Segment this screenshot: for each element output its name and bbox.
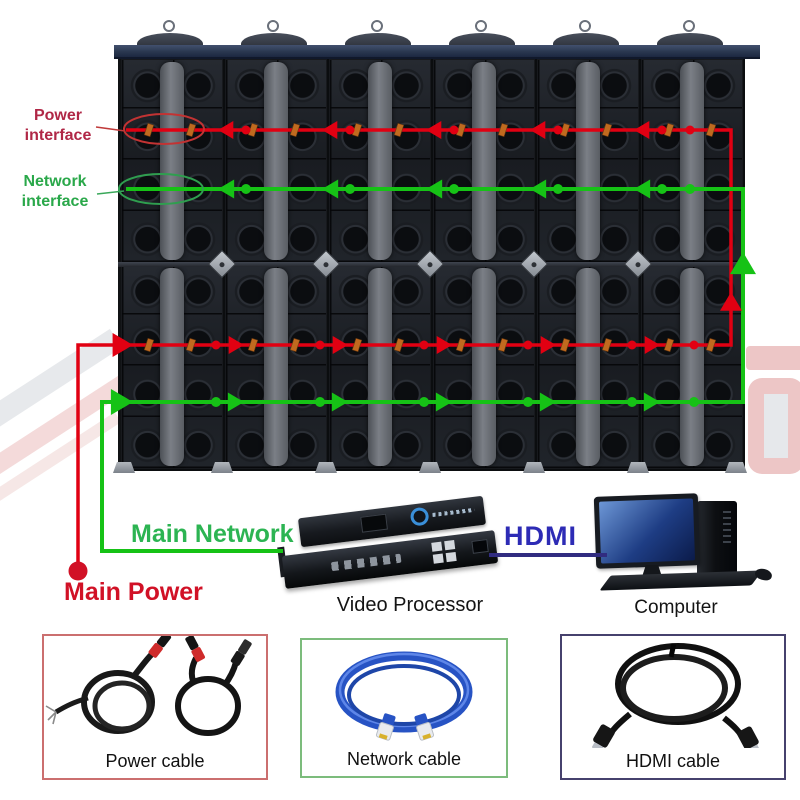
cabinet-center-rail [368, 268, 392, 466]
hook-icon [163, 20, 175, 32]
cabinet-center-rail [368, 62, 392, 260]
hook-icon [579, 20, 591, 32]
processor-knob [409, 506, 430, 527]
cabinet-center-rail [576, 268, 600, 466]
computer-caption: Computer [634, 597, 718, 618]
hanging-bracket [241, 20, 307, 46]
led-cabinet [225, 265, 329, 471]
network-cable-label: Network cable [346, 749, 462, 769]
cabinet-center-rail [160, 62, 184, 260]
processor-power-inlet [471, 538, 489, 554]
watermark-right [742, 346, 800, 486]
video-processor-caption: Video Processor [336, 594, 484, 616]
hdmi-cable-image [592, 643, 760, 748]
cabinet-center-rail [680, 268, 704, 466]
led-cabinet [641, 59, 745, 265]
led-cabinet [537, 265, 641, 471]
hdmi-cable-box: HDMI cable [560, 634, 786, 780]
hanging-bracket [137, 20, 203, 46]
hdmi-cable-label: HDMI cable [625, 751, 721, 771]
led-cabinet [121, 59, 225, 265]
hook-icon [267, 20, 279, 32]
cabinet-center-rail [472, 62, 496, 260]
led-cabinet [537, 59, 641, 265]
led-cabinet [641, 265, 745, 471]
hanging-bracket [449, 20, 515, 46]
hook-icon [683, 20, 695, 32]
hanging-bracket [345, 20, 411, 46]
hdmi-connection-line [489, 553, 607, 557]
processor-ports [330, 553, 402, 572]
pc-monitor [593, 493, 701, 569]
cabinet-center-rail [680, 62, 704, 260]
processor-buttons [432, 507, 475, 517]
power-cable-box: Power cable [42, 634, 268, 780]
hanging-bracket [553, 20, 619, 46]
pc-mouse [753, 567, 774, 582]
hook-icon [475, 20, 487, 32]
pc-keyboard [599, 570, 763, 591]
led-cabinet [329, 265, 433, 471]
power-cable-image [45, 636, 252, 736]
cabinet-center-rail [472, 268, 496, 466]
processor-rj45-ports [431, 539, 458, 565]
network-interface-label: Network interface [21, 173, 89, 210]
video-processor-image [277, 495, 505, 595]
main-network-label: Main Network [131, 520, 294, 548]
hdmi-label: HDMI [504, 521, 577, 551]
hanging-bracket [657, 20, 723, 46]
led-cabinet [121, 265, 225, 471]
cabinet-center-rail [576, 62, 600, 260]
pc-screen [598, 498, 696, 564]
cabinet-center-rail [264, 268, 288, 466]
pc-vents [723, 509, 731, 543]
computer-image [593, 489, 779, 595]
led-cabinet [225, 59, 329, 265]
network-cable-image [335, 651, 473, 741]
hook-icon [371, 20, 383, 32]
cabinet-center-rail [264, 62, 288, 260]
network-cable-box: Network cable [300, 638, 508, 778]
top-beam [114, 45, 760, 59]
led-cabinet [433, 59, 537, 265]
power-interface-label: Power interface [24, 107, 92, 144]
power-cable-label: Power cable [105, 751, 205, 771]
main-power-label: Main Power [64, 578, 203, 606]
led-cabinet [433, 265, 537, 471]
led-cabinet [329, 59, 433, 265]
processor-display [360, 513, 388, 533]
cabinet-center-rail [160, 268, 184, 466]
watermark-left [0, 328, 134, 504]
